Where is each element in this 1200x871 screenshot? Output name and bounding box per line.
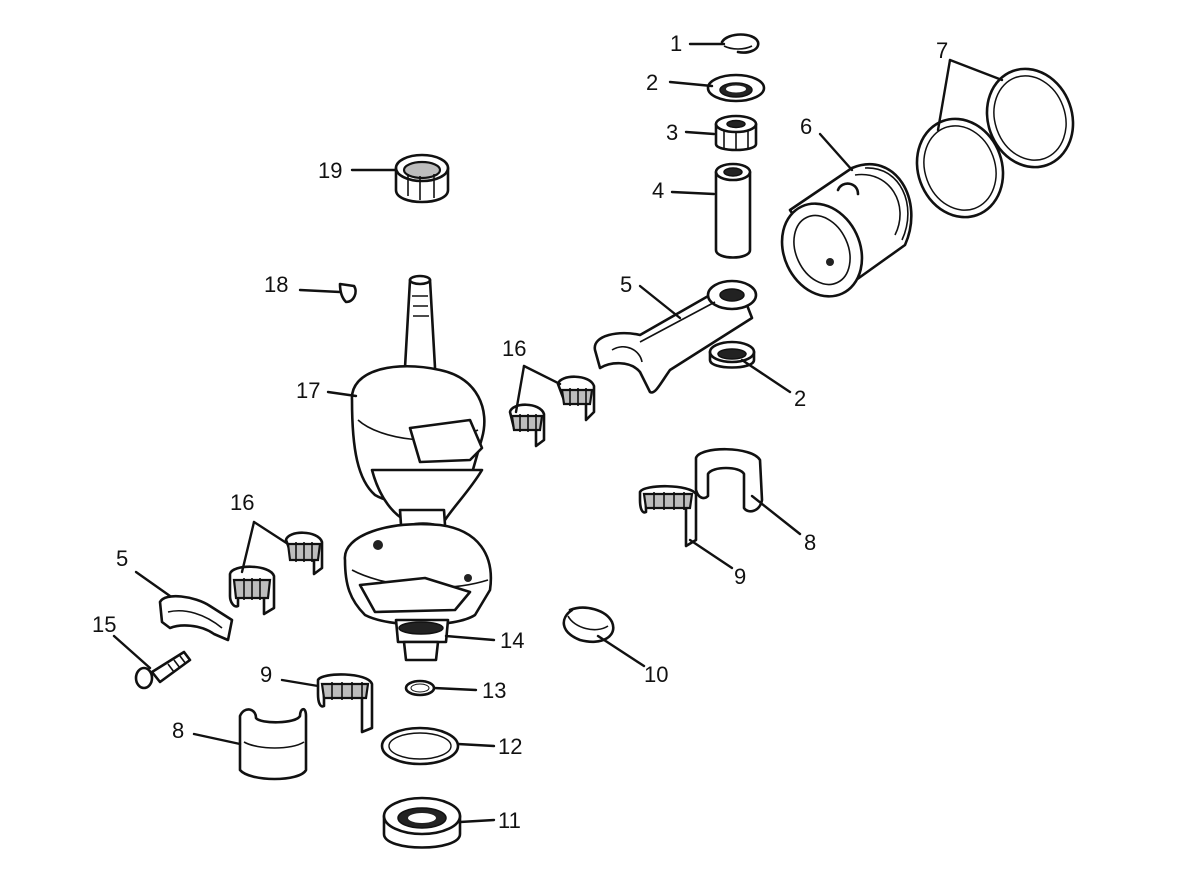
part-5-connecting-rod bbox=[593, 279, 758, 394]
callout-6: 6 bbox=[800, 114, 812, 139]
part-8-bearing-race-lower bbox=[238, 707, 308, 781]
part-9-main-bearing-lower bbox=[316, 673, 374, 734]
callout-8-upper: 8 bbox=[804, 530, 816, 555]
callout-12: 12 bbox=[498, 734, 522, 759]
part-12-o-ring-large bbox=[380, 726, 460, 766]
part-3-needle-bearing bbox=[714, 114, 758, 152]
part-15-rod-cap-screw bbox=[134, 650, 192, 690]
callout-9-upper: 9 bbox=[734, 564, 746, 589]
part-7-piston-rings bbox=[915, 67, 1075, 219]
callout-4: 4 bbox=[652, 178, 664, 203]
callout-7: 7 bbox=[936, 38, 948, 63]
callout-19: 19 bbox=[318, 158, 342, 183]
callout-13: 13 bbox=[482, 678, 506, 703]
part-10-retaining-ring bbox=[562, 606, 615, 643]
callout-9-lower: 9 bbox=[260, 662, 272, 687]
callout-10: 10 bbox=[644, 662, 668, 687]
callout-5-cap: 5 bbox=[116, 546, 128, 571]
callout-15: 15 bbox=[92, 612, 116, 637]
part-11-oil-seal bbox=[382, 796, 462, 849]
part-5-rod-cap bbox=[158, 594, 234, 642]
callout-3: 3 bbox=[666, 120, 678, 145]
callout-16-upper: 16 bbox=[502, 336, 526, 361]
part-13-o-ring-small bbox=[404, 679, 436, 697]
part-18-woodruff-key bbox=[338, 282, 357, 304]
callout-17: 17 bbox=[296, 378, 320, 403]
part-19-crankshaft-bushing bbox=[394, 153, 450, 204]
part-6-piston bbox=[780, 162, 913, 298]
callout-8-lower: 8 bbox=[172, 718, 184, 743]
callout-1: 1 bbox=[670, 31, 682, 56]
part-2-thrust-washer-lower bbox=[708, 340, 756, 369]
callout-16-lower: 16 bbox=[230, 490, 254, 515]
part-8-bearing-race-upper bbox=[694, 447, 764, 513]
part-16-rod-needle-bearing-upper bbox=[508, 375, 596, 448]
callout-2-top: 2 bbox=[646, 70, 658, 95]
part-16-rod-needle-bearing-lower bbox=[228, 531, 324, 616]
part-1-piston-pin-clip bbox=[720, 33, 760, 54]
part-17-crankshaft bbox=[343, 274, 493, 662]
callout-11: 11 bbox=[498, 808, 521, 833]
callout-5-rod: 5 bbox=[620, 272, 632, 297]
callout-2-lower: 2 bbox=[794, 386, 806, 411]
callout-18: 18 bbox=[264, 272, 288, 297]
part-4-piston-pin bbox=[714, 162, 752, 259]
part-2-thrust-washer-top bbox=[706, 73, 766, 103]
part-9-main-bearing-upper bbox=[638, 484, 698, 548]
leader-lines bbox=[112, 42, 1004, 824]
callout-14: 14 bbox=[500, 628, 524, 653]
callout-labels: 1 2 3 4 5 6 7 19 18 16 17 2 8 9 16 5 15 … bbox=[92, 31, 948, 833]
